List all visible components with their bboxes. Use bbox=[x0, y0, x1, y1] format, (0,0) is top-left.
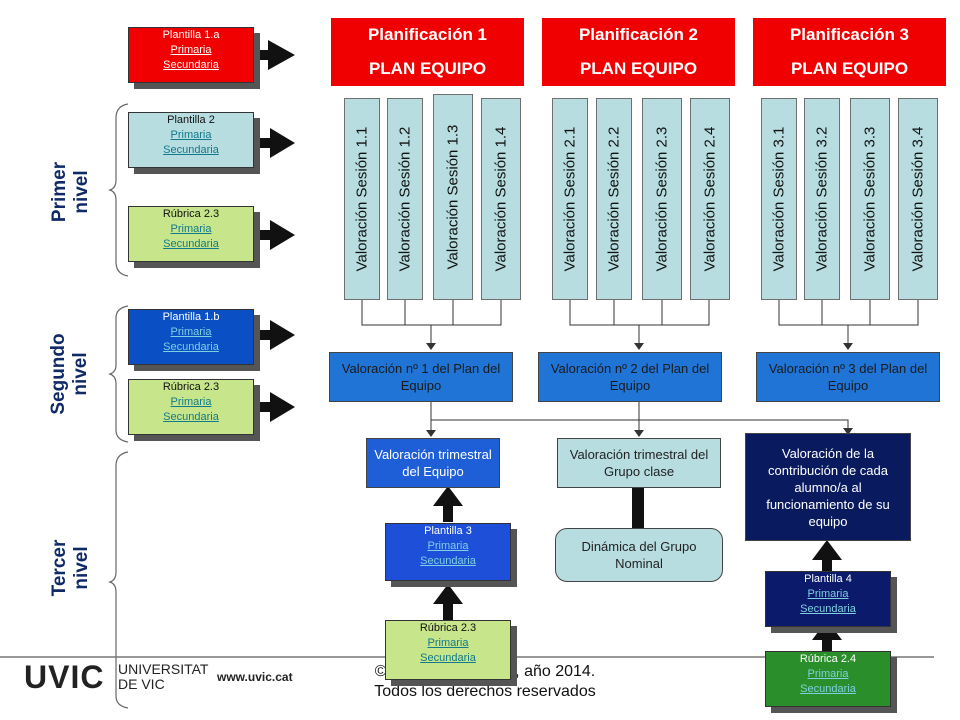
session-3-3: Valoración Sesión 3.3 bbox=[850, 98, 890, 300]
plantilla-2-secundaria-link[interactable]: Secundaria bbox=[163, 144, 219, 156]
plan-2-header: Planificación 2 PLAN EQUIPO bbox=[542, 18, 735, 86]
session-3-4: Valoración Sesión 3.4 bbox=[898, 98, 938, 300]
plantilla-3-primaria-link[interactable]: Primaria bbox=[427, 540, 469, 552]
plantilla-4-primaria-link[interactable]: Primaria bbox=[807, 588, 849, 600]
session-3-2: Valoración Sesión 3.2 bbox=[804, 98, 840, 300]
plan-2-summary: Valoración nº 2 del Plan del Equipo bbox=[538, 352, 722, 402]
plantilla-1b-primaria-link[interactable]: Primaria bbox=[170, 326, 212, 338]
plantilla-3-secundaria-link[interactable]: Secundaria bbox=[420, 555, 476, 567]
session-1-1: Valoración Sesión 1.1 bbox=[344, 98, 380, 300]
session-1-4: Valoración Sesión 1.4 bbox=[481, 98, 521, 300]
uvic-logo-text: UNIVERSITAT DE VIC bbox=[118, 661, 209, 692]
plantilla-4: Plantilla 4 Primaria Secundaria bbox=[765, 571, 891, 627]
rubrica-2-3-tercer: Rúbrica 2.3 Primaria Secundaria bbox=[385, 620, 511, 680]
plan-1-title: Planificación 1 bbox=[367, 25, 488, 44]
valoracion-contribucion: Valoración de la contribución de cada al… bbox=[745, 433, 911, 541]
session-1-2: Valoración Sesión 1.2 bbox=[387, 98, 423, 300]
plantilla-1a-primaria-link[interactable]: Primaria bbox=[170, 44, 212, 56]
plantilla-1a: Plantilla 1.a Primaria Secundaria bbox=[128, 27, 254, 83]
plan-3-subtitle: PLAN EQUIPO bbox=[790, 59, 909, 78]
footer-url[interactable]: www.uvic.cat bbox=[217, 670, 293, 684]
plan-1-header: Planificación 1 PLAN EQUIPO bbox=[331, 18, 524, 86]
plantilla-1a-secundaria-link[interactable]: Secundaria bbox=[163, 59, 219, 71]
session-1-3: Valoración Sesión 1.3 bbox=[433, 94, 473, 300]
plan-3-summary: Valoración nº 3 del Plan del Equipo bbox=[756, 352, 940, 402]
plantilla-2: Plantilla 2 Primaria Secundaria bbox=[128, 112, 254, 168]
plantilla-2-primaria-link[interactable]: Primaria bbox=[170, 129, 212, 141]
valoracion-trimestral-equipo: Valoración trimestral del Equipo bbox=[366, 438, 500, 488]
plantilla-1b: Plantilla 1.b Primaria Secundaria bbox=[128, 309, 254, 365]
session-2-4: Valoración Sesión 2.4 bbox=[690, 98, 730, 300]
rubrica-2-3a-primaria-link[interactable]: Primaria bbox=[170, 223, 212, 235]
plan-3-title: Planificación 3 bbox=[789, 25, 910, 44]
rubrica-2-3a-secundaria-link[interactable]: Secundaria bbox=[163, 238, 219, 250]
plan-2-title: Planificación 2 bbox=[578, 25, 699, 44]
session-2-2: Valoración Sesión 2.2 bbox=[596, 98, 632, 300]
session-3-1: Valoración Sesión 3.1 bbox=[761, 98, 797, 300]
rubrica-2-3-primer: Rúbrica 2.3 Primaria Secundaria bbox=[128, 206, 254, 262]
plantilla-3: Plantilla 3 Primaria Secundaria bbox=[385, 523, 511, 581]
plantilla-1b-secundaria-link[interactable]: Secundaria bbox=[163, 341, 219, 353]
rubrica-2-4-primaria-link[interactable]: Primaria bbox=[807, 668, 849, 680]
rubrica-2-3b-secundaria-link[interactable]: Secundaria bbox=[163, 411, 219, 423]
plan-2-subtitle: PLAN EQUIPO bbox=[579, 59, 698, 78]
uvic-logo: UVIC bbox=[24, 659, 105, 695]
plan-1-subtitle: PLAN EQUIPO bbox=[368, 59, 487, 78]
session-2-1: Valoración Sesión 2.1 bbox=[552, 98, 588, 300]
plan-1-summary: Valoración nº 1 del Plan del Equipo bbox=[329, 352, 513, 402]
valoracion-trimestral-grupo: Valoración trimestral del Grupo clase bbox=[557, 438, 721, 488]
rubrica-2-3b-primaria-link[interactable]: Primaria bbox=[170, 396, 212, 408]
rubrica-2-4: Rúbrica 2.4 Primaria Secundaria bbox=[765, 651, 891, 707]
session-2-3: Valoración Sesión 2.3 bbox=[642, 98, 682, 300]
rubrica-2-3c-secundaria-link[interactable]: Secundaria bbox=[420, 652, 476, 664]
plantilla-4-secundaria-link[interactable]: Secundaria bbox=[800, 603, 856, 615]
rubrica-2-3c-primaria-link[interactable]: Primaria bbox=[427, 637, 469, 649]
rubrica-2-4-secundaria-link[interactable]: Secundaria bbox=[800, 683, 856, 695]
dinamica-grupo-nominal: Dinámica del Grupo Nominal bbox=[555, 528, 723, 582]
plan-3-header: Planificación 3 PLAN EQUIPO bbox=[753, 18, 946, 86]
rubrica-2-3-segundo: Rúbrica 2.3 Primaria Secundaria bbox=[128, 379, 254, 435]
